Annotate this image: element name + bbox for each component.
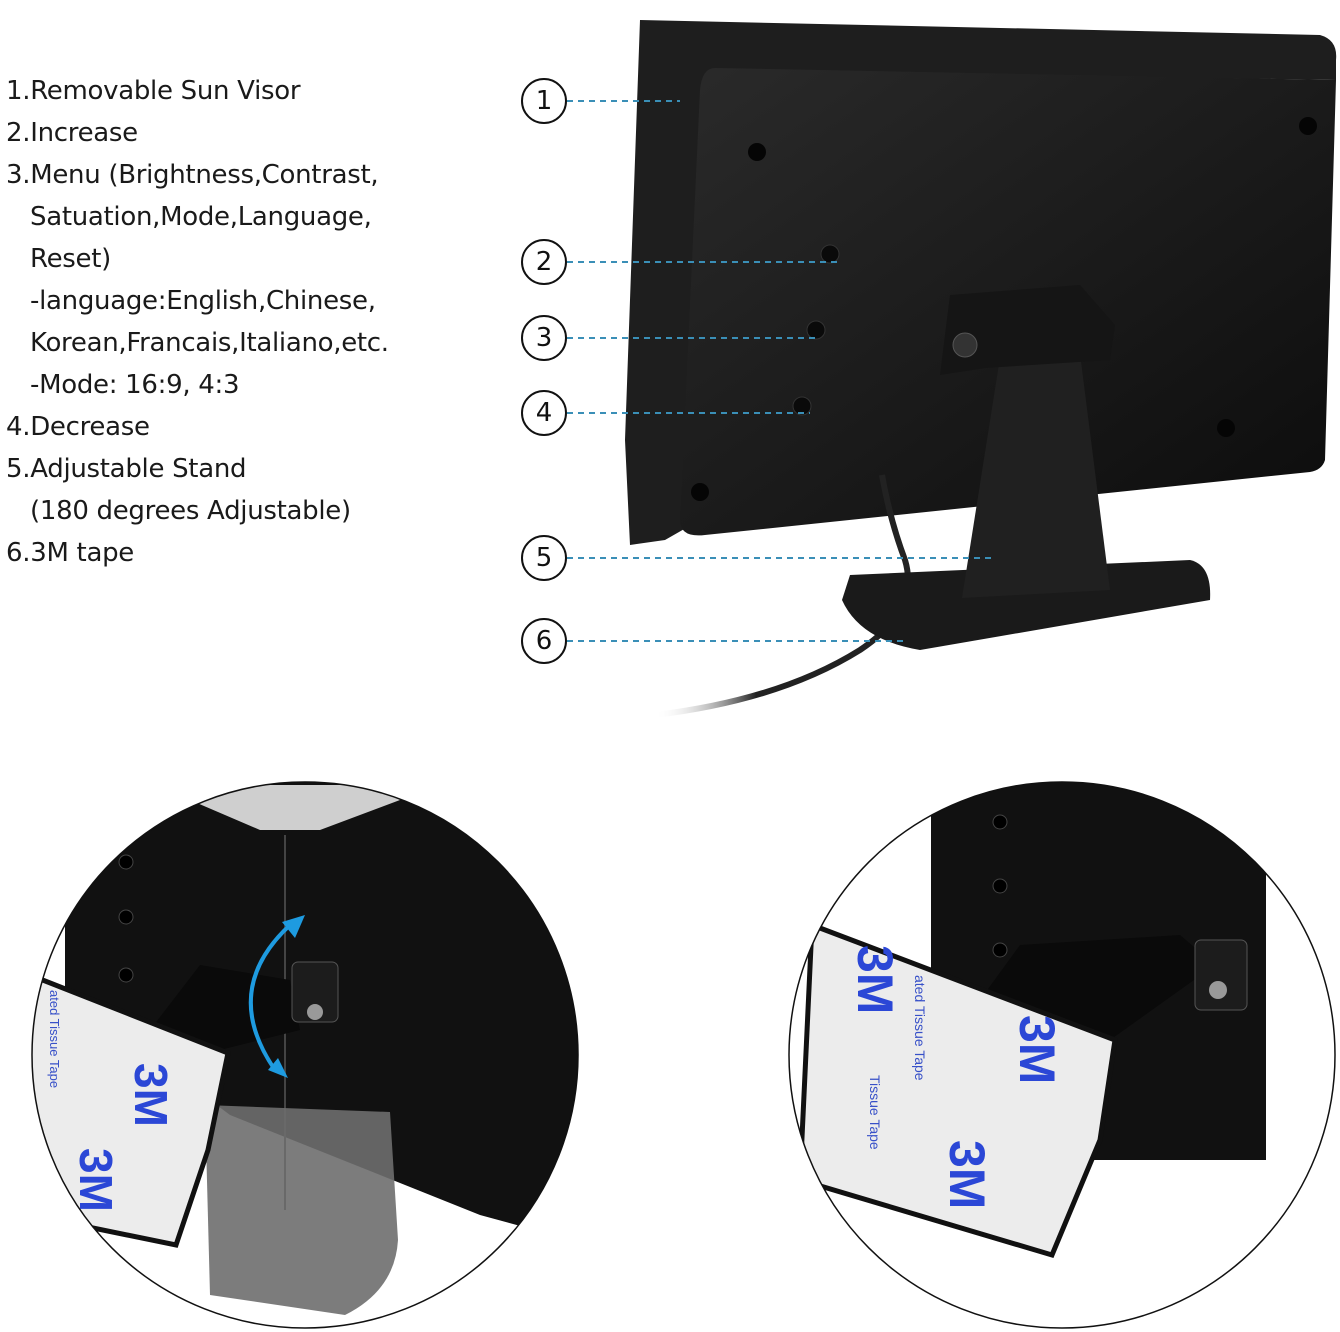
feature-item-5: 5.Adjustable Stand [6,454,247,484]
button [118,854,134,870]
stand-neck [962,338,1110,598]
stand-base [842,560,1211,650]
callout-number: 3 [536,323,553,353]
feature-item-3-cont: Reset) [30,244,111,274]
tape-brand-logo: 3M [1009,1015,1065,1084]
screw-hole [691,483,709,501]
tape-print-text: ated Tissue Tape [912,975,928,1081]
feature-list: 1.Removable Sun Visor 2.Increase 3.Menu … [6,70,389,574]
screw-hole [1299,117,1317,135]
detail-3m-tape: 3M 3M 3M ated Tissue Tape Tissue Tape [788,781,1336,1329]
tape-print-text: Tissue Tape [867,1075,883,1150]
callout-5: 5 [521,535,995,581]
callout-6: 6 [521,618,905,664]
callout-number: 4 [536,398,553,428]
hinge-nut [1194,939,1248,1011]
stand-base [205,1105,398,1315]
detail-stand-rotation: 3M 3M ated Tissue Tape [31,781,579,1329]
feature-item-5-cont: (180 degrees Adjustable) [30,496,351,526]
decrease-button [792,396,812,416]
feature-item-3: 3.Menu (Brightness,Contrast, [6,160,379,190]
feature-item-3-language-cont: Korean,Francais,Italiano,etc. [30,328,389,358]
feature-item-6: 6.3M tape [6,538,134,568]
menu-button [806,320,826,340]
callout-1: 1 [521,78,680,124]
tape-card [32,971,231,1248]
callout-4: 4 [521,390,810,436]
rotation-arrow-icon [248,923,292,1072]
button [992,942,1008,958]
button [992,878,1008,894]
screw-hole [1217,419,1235,437]
button [118,967,134,983]
increase-button [820,244,840,264]
tape-brand-logo: 3M [847,945,903,1014]
feature-item-1: 1.Removable Sun Visor [6,76,301,106]
button [118,909,134,925]
tape-brand-logo: 3M [125,1063,177,1127]
button [992,814,1008,830]
callout-number: 1 [536,86,553,116]
tape-print-text: ated Tissue Tape [47,990,62,1088]
monitor-back-view [625,20,1337,718]
hinge-nut [291,961,339,1023]
feature-item-4: 4.Decrease [6,412,150,442]
stand-bracket [940,285,1115,375]
feature-item-3-mode: -Mode: 16:9, 4:3 [30,370,240,400]
hinge-knob [952,332,978,358]
callout-number: 6 [536,626,553,656]
callout-number: 5 [536,543,553,573]
feature-item-3-cont: Satuation,Mode,Language, [30,202,372,232]
tape-brand-logo: 3M [939,1140,995,1209]
feature-item-2: 2.Increase [6,118,138,148]
feature-item-3-language: -language:English,Chinese, [30,286,376,316]
tape-brand-logo: 3M [70,1148,122,1212]
callout-2: 2 [521,239,840,285]
callout-3: 3 [521,315,820,361]
callout-number: 2 [536,247,553,277]
callouts: 1 2 3 4 5 6 [521,78,995,664]
screw-hole [748,143,766,161]
